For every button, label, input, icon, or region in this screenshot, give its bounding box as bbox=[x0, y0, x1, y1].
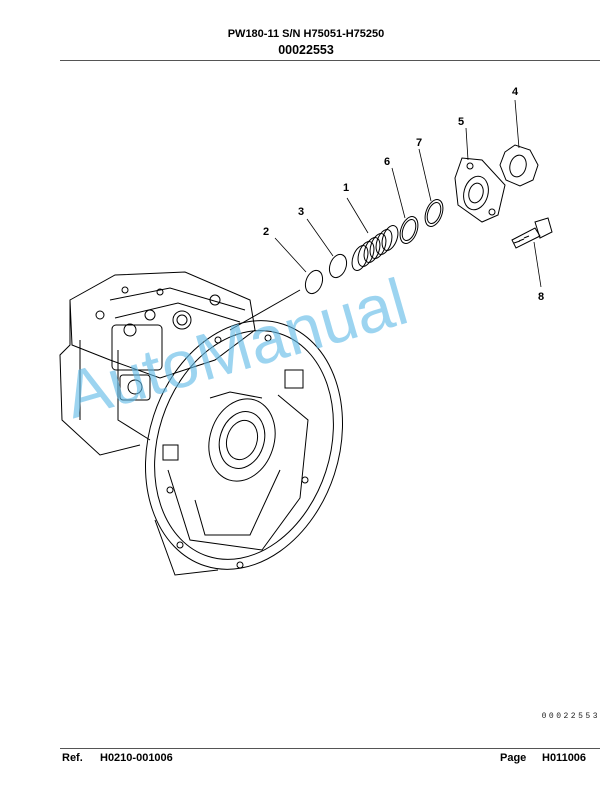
o-ring-6-drawing bbox=[399, 216, 419, 244]
callout-6: 6 bbox=[384, 156, 390, 168]
ref-label: Ref. bbox=[62, 752, 83, 764]
drawing-code: 00022553 bbox=[541, 712, 600, 721]
header-divider bbox=[60, 60, 600, 61]
spring-1-drawing bbox=[351, 225, 399, 271]
pump-housing-drawing bbox=[59, 271, 344, 576]
callout-4: 4 bbox=[512, 86, 519, 98]
page-label: Page bbox=[500, 752, 527, 764]
callout-5: 5 bbox=[458, 116, 464, 128]
footer-divider bbox=[60, 748, 600, 749]
callout-1: 1 bbox=[343, 182, 349, 194]
nut-4-drawing bbox=[499, 144, 539, 187]
bolt-8-drawing bbox=[511, 217, 553, 249]
callout-3: 3 bbox=[298, 206, 304, 218]
o-ring-7-drawing bbox=[424, 199, 444, 227]
page-value: H011006 bbox=[542, 752, 587, 764]
header-part-group: 00022553 bbox=[278, 43, 334, 57]
ref-value: H0210-001006 bbox=[100, 752, 173, 764]
callout-2: 2 bbox=[263, 226, 269, 238]
o-ring-3-drawing bbox=[328, 253, 348, 279]
header-model: PW180-11 S/N H75051-H75250 bbox=[227, 28, 385, 40]
o-ring-2-drawing bbox=[304, 269, 324, 295]
callout-7: 7 bbox=[416, 137, 422, 149]
callout-8: 8 bbox=[538, 291, 544, 303]
callout-leaders bbox=[274, 99, 542, 288]
flange-5-drawing bbox=[454, 157, 506, 223]
